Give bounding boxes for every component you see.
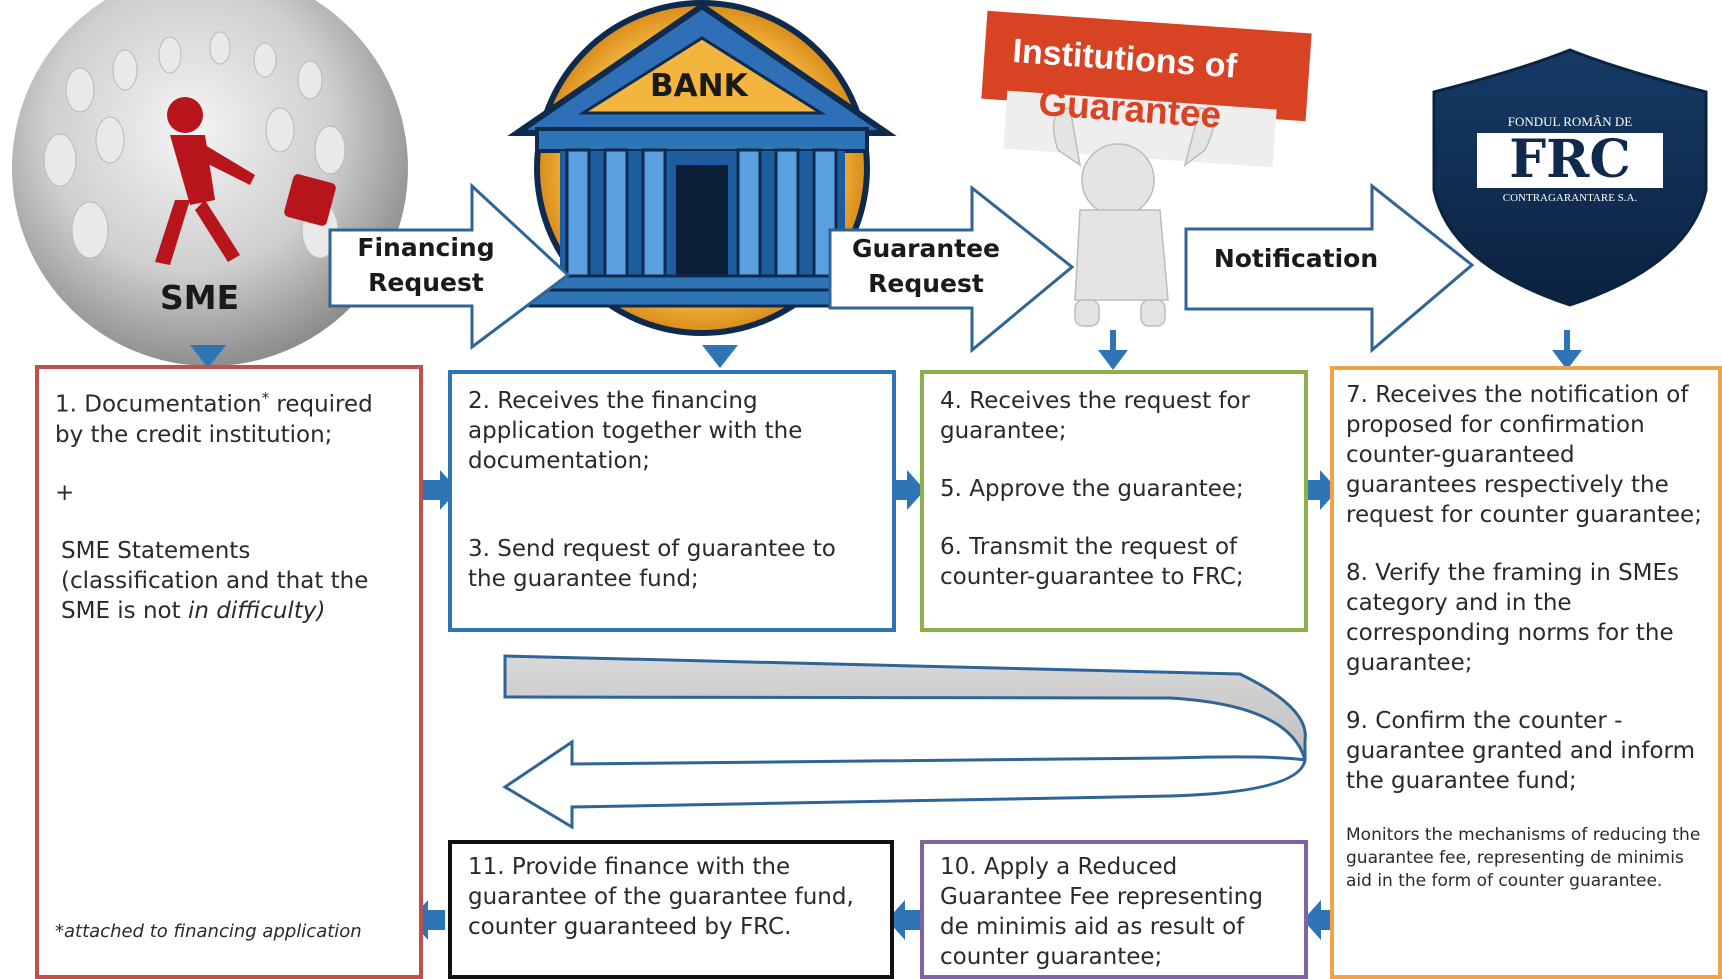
step-11-box: 11. Provide finance with the guarantee o…	[448, 840, 894, 979]
step-1-text: 1. Documentation	[55, 391, 262, 418]
step-6: 6. Transmit the request of counter-guara…	[940, 534, 1244, 590]
financing-request-line1: Financing	[357, 233, 495, 262]
step-7: 7. Receives the notification of proposed…	[1346, 382, 1702, 528]
step-11: 11. Provide finance with the guarantee o…	[468, 854, 854, 940]
notification-line1: Notification	[1213, 244, 1379, 273]
sme-steps-box: 1. Documentation* required by the credit…	[35, 365, 423, 979]
guarantee-request-line2: Request	[868, 269, 984, 298]
frc-bottom-text: CONTRAGARANTARE S.A.	[1502, 192, 1638, 204]
frc-logo: FRC	[1509, 129, 1631, 190]
institutions-steps-box: 4. Receives the request for guarantee; 5…	[920, 370, 1308, 632]
side-connectors	[410, 470, 1338, 940]
step-8: 8. Verify the framing in SMEs category a…	[1346, 560, 1680, 676]
plus-sign: +	[55, 479, 75, 506]
bank-steps-box: 2. Receives the financing application to…	[448, 370, 896, 632]
guarantee-request-label: Guarantee Request	[836, 231, 1016, 301]
frc-shield-icon	[1432, 48, 1708, 307]
down-connectors	[190, 330, 1582, 370]
notification-arrow	[1184, 182, 1475, 354]
step-10-box: 10. Apply a Reduced Guarantee Fee repres…	[920, 840, 1308, 979]
sme-statements: SME Statements (classification and that …	[55, 536, 403, 626]
financing-request-label: Financing Request	[336, 230, 516, 300]
step-3: 3. Send request of guarantee to the guar…	[468, 536, 836, 592]
institutions-illustration	[981, 10, 1312, 327]
bank-label: BANK	[650, 68, 748, 104]
guarantee-request-line1: Guarantee	[851, 234, 1001, 263]
step-5: 5. Approve the guarantee;	[940, 476, 1244, 502]
step-9: 9. Confirm the counter - guarantee grant…	[1346, 708, 1696, 794]
sme-label: SME	[160, 278, 240, 317]
guarantee-request-arrow	[828, 184, 1075, 354]
flow-arrows	[328, 182, 1475, 354]
sme-illustration	[12, 0, 408, 366]
footnote-mark: *	[261, 389, 270, 407]
step-10: 10. Apply a Reduced Guarantee Fee repres…	[940, 854, 1263, 970]
footnote: *attached to financing application	[55, 921, 362, 942]
step-1: 1. Documentation* required by the credit…	[55, 383, 403, 450]
sme-statements-italic: in difficulty)	[187, 597, 326, 624]
frc-steps-box: 7. Receives the notification of proposed…	[1330, 366, 1722, 979]
bank-illustration	[507, 0, 897, 336]
return-arrow	[502, 654, 1307, 830]
frc-top-text: FONDUL ROMÂN DE	[1507, 114, 1633, 129]
financing-request-line2: Request	[368, 268, 484, 297]
sme-statements-text: SME Statements (classification and that …	[61, 537, 369, 624]
notification-label: Notification	[1196, 241, 1396, 276]
frc-monitor-note: Monitors the mechanisms of reducing the …	[1346, 825, 1701, 891]
step-2: 2. Receives the financing application to…	[468, 388, 803, 474]
financing-request-arrow	[328, 182, 571, 350]
step-1-rest: required by the credit institution;	[55, 391, 373, 448]
step-4: 4. Receives the request for guarantee;	[940, 388, 1251, 444]
